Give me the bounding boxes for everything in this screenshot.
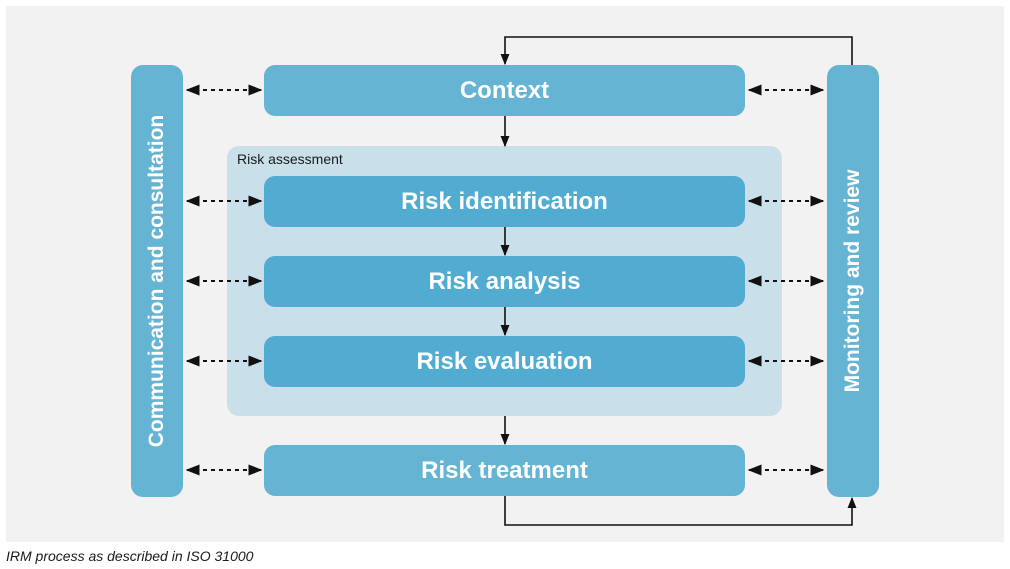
risk-treatment-box: Risk treatment: [264, 445, 745, 496]
loop-monitoring-to-context: [500, 36, 853, 66]
figure-caption: IRM process as described in ISO 31000: [6, 548, 254, 564]
context-box: Context: [264, 65, 745, 116]
risk-identification-box: Risk identification: [264, 176, 745, 227]
risk-evaluation-label: Risk evaluation: [416, 347, 593, 375]
risk-analysis-box: Risk analysis: [264, 256, 745, 307]
risk-assessment-label: Risk assessment: [237, 151, 343, 167]
context-label: Context: [459, 76, 550, 104]
communication-consultation-bar: Communication and consultation: [131, 65, 183, 497]
risk-analysis-label: Risk analysis: [428, 267, 581, 295]
risk-treatment-label: Risk treatment: [421, 456, 588, 484]
monitoring-review-bar: Monitoring and review: [827, 65, 879, 497]
risk-evaluation-box: Risk evaluation: [264, 336, 745, 387]
loop-treatment-to-monitoring: [504, 496, 857, 526]
risk-identification-label: Risk identification: [401, 187, 608, 215]
